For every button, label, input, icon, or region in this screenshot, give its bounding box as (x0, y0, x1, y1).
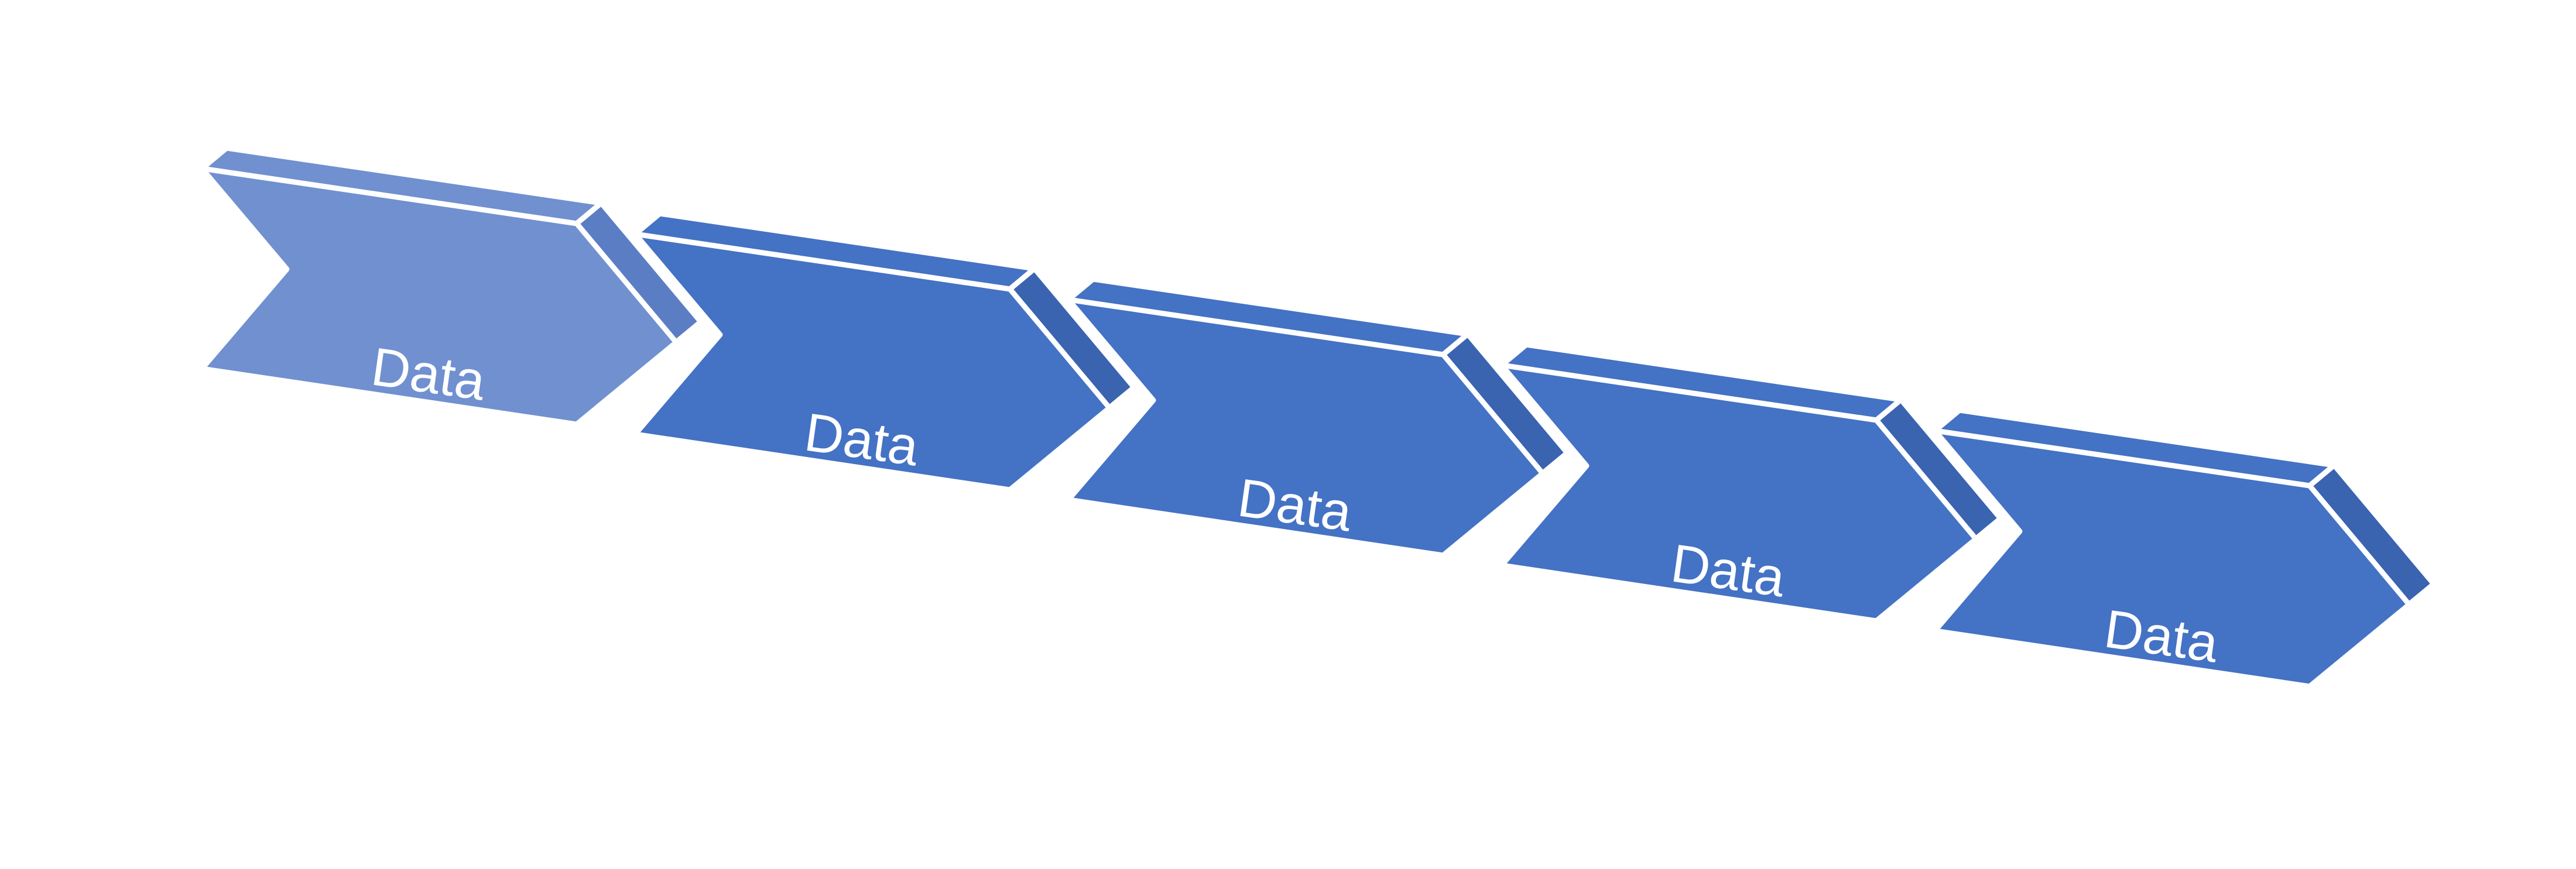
step-chevron (1066, 297, 1546, 558)
step-chevron (199, 166, 679, 427)
step-chevron (1499, 362, 1979, 624)
step-data-labeling: Data Labeling (1499, 342, 2003, 681)
step-chevron (632, 231, 1112, 493)
step-chevron (1932, 428, 2412, 689)
